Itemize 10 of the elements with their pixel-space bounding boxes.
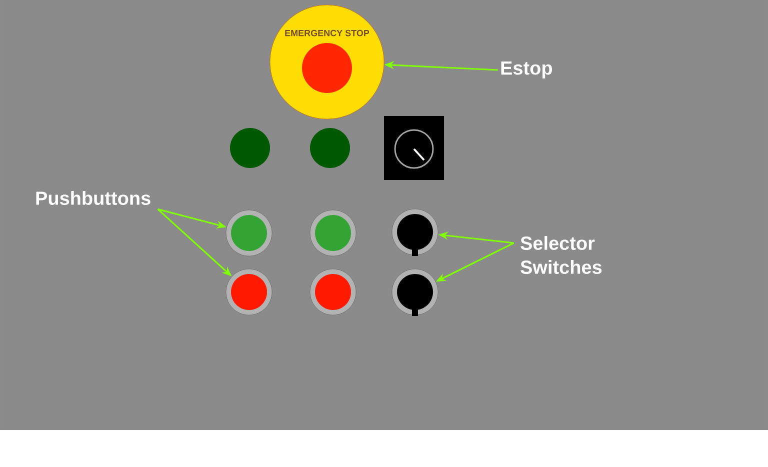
- emergency-stop-button: EMERGENCY STOP: [270, 4, 384, 120]
- selector-switch: [392, 208, 438, 256]
- pushbutton: [226, 210, 272, 256]
- callout-label: Pushbuttons: [36, 191, 150, 205]
- callout-label: Estop: [501, 62, 552, 78]
- pushbutton: [310, 268, 356, 316]
- selector-switch: [392, 268, 438, 316]
- pushbutton: [226, 268, 272, 316]
- callout-label: Selector Switches: [520, 236, 602, 274]
- pushbutton: [310, 210, 356, 256]
